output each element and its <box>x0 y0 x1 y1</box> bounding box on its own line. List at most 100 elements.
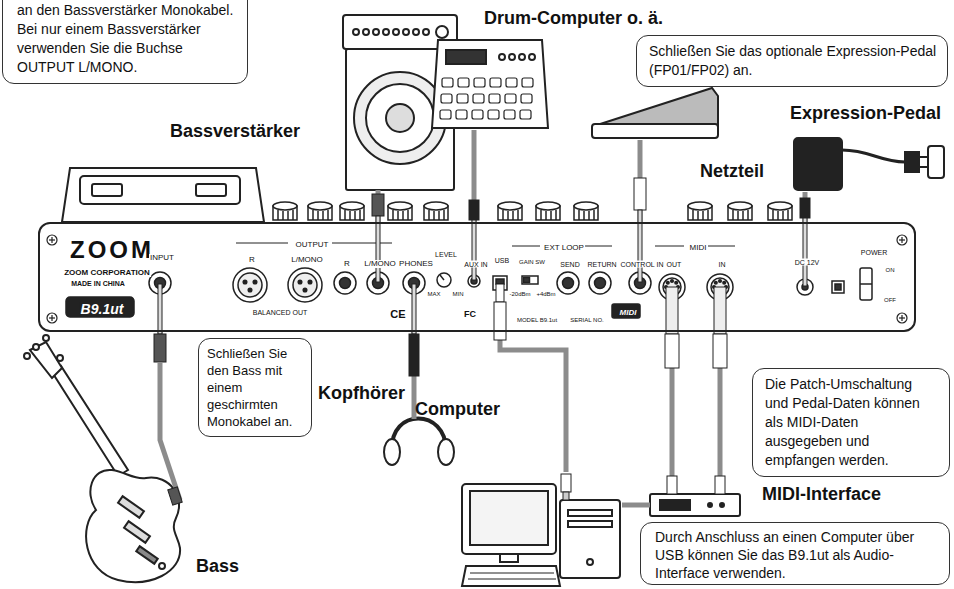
knob-row <box>424 202 448 220</box>
panel-label: LEVEL <box>434 251 458 258</box>
computer <box>470 573 554 574</box>
device-label: Netzteil <box>700 160 764 182</box>
headphones <box>384 419 454 466</box>
cable <box>500 332 566 472</box>
rear-panel-parts <box>288 268 322 302</box>
device-label: MIDI-Interface <box>762 483 881 505</box>
drum-machine <box>456 110 467 119</box>
headphones <box>384 439 400 465</box>
panel-label: BALANCED OUT <box>252 309 308 316</box>
drum-machine <box>458 78 469 87</box>
bass-guitar <box>52 366 128 476</box>
panel-label: POWER <box>860 249 888 256</box>
rear-panel-parts <box>437 273 451 287</box>
panel-label: FC <box>463 310 477 319</box>
drum-machine <box>457 94 468 103</box>
drum-machine <box>520 110 531 119</box>
drum-machine <box>474 78 485 87</box>
bass-guitar <box>43 335 49 341</box>
computer <box>500 554 518 562</box>
note-box: Schließen Sie das optionale Expression-P… <box>636 35 948 87</box>
drum-machine <box>505 94 516 103</box>
drum-machine <box>446 50 486 64</box>
panel-label: L/MONO <box>363 260 397 268</box>
drum-machine <box>440 78 533 119</box>
panel-label: EXT LOOP <box>543 244 585 252</box>
drum-machine <box>441 94 452 103</box>
drum-machine <box>529 54 535 60</box>
rear-panel-parts <box>496 279 504 284</box>
drum-machine <box>509 54 515 60</box>
computer <box>568 510 612 516</box>
knob-row <box>308 202 332 220</box>
plug <box>154 178 810 500</box>
note-text: Schließen Sie das optionale Expression-P… <box>649 42 937 80</box>
rear-panel-parts <box>332 243 392 244</box>
panel-label: CE <box>389 309 406 320</box>
rear-panel-parts <box>47 235 57 245</box>
rear-panel-parts <box>47 235 907 323</box>
bass-guitar <box>86 470 180 582</box>
footswitch-body <box>196 184 226 196</box>
plug <box>667 476 677 494</box>
knob-row <box>340 202 364 220</box>
panel-label: MODEL B9.1ut <box>516 317 558 323</box>
plug <box>714 287 726 334</box>
plug <box>563 492 569 500</box>
plug <box>665 334 679 368</box>
plug <box>372 194 384 216</box>
plug <box>158 284 162 334</box>
panel-label: R <box>248 256 256 264</box>
panel-label: SEND <box>559 261 580 268</box>
panel-label: ON <box>885 267 896 273</box>
power-adapter: Netzteil <box>790 128 948 192</box>
cable <box>160 362 180 500</box>
knob-row <box>498 202 522 220</box>
drum-machine <box>506 78 517 87</box>
plug <box>561 474 571 492</box>
note-box: Die Patch-Umschaltung und Pedal-Daten kö… <box>752 368 950 477</box>
bass-amp <box>436 26 448 38</box>
note-box: an den Bassverstärker Monokabel. Bei nur… <box>2 0 248 84</box>
drum-machine <box>488 110 499 119</box>
rear-panel-parts <box>860 268 872 300</box>
rear-panel-parts <box>832 281 844 293</box>
panel-label: OFF <box>883 297 897 303</box>
drum-machine <box>504 110 515 119</box>
knob-row <box>688 202 712 220</box>
rear-panel-parts <box>66 297 134 317</box>
bass-guitar <box>159 563 165 569</box>
drum-computer: Drum-Computer o. ä. <box>430 38 550 130</box>
expression-pedal <box>592 124 718 138</box>
headphones: Kopfhörer <box>385 412 455 470</box>
drum-machine <box>432 40 548 128</box>
power-adapter <box>905 152 919 172</box>
knob-row <box>273 202 297 220</box>
drum-machine <box>521 94 532 103</box>
panel-label: DC 12V <box>794 259 821 266</box>
footswitch-body <box>62 168 264 222</box>
rear-panel-parts <box>584 246 612 247</box>
plug <box>168 487 182 505</box>
bass-amp <box>393 29 399 35</box>
device-label: Kopfhörer <box>318 382 405 404</box>
bass-amp <box>363 29 369 35</box>
drum-machine <box>522 78 533 87</box>
rear-panel-parts <box>557 272 579 294</box>
device-label: Bass <box>196 555 239 577</box>
rear-panel-parts <box>897 235 907 245</box>
bass-guitar: Bass <box>20 345 200 586</box>
knob-row <box>574 202 598 220</box>
device-label: Computer <box>415 398 500 420</box>
bass-amp <box>353 29 359 35</box>
footswitch-body <box>62 168 264 222</box>
device-label: Drum-Computer o. ä. <box>484 7 663 29</box>
note-text: Durch Anschluss an einen Computer über U… <box>655 528 937 582</box>
midi-interface <box>650 494 740 516</box>
note-text: an den Bassverstärker Monokabel. Bei nur… <box>17 1 237 77</box>
bass-amp <box>413 29 419 35</box>
effects-unit: ZOOMZOOM CORPORATIONMADE IN CHINAB9.1utI… <box>38 222 916 332</box>
device-label: Bassverstärker <box>170 120 300 142</box>
cable <box>622 503 650 508</box>
